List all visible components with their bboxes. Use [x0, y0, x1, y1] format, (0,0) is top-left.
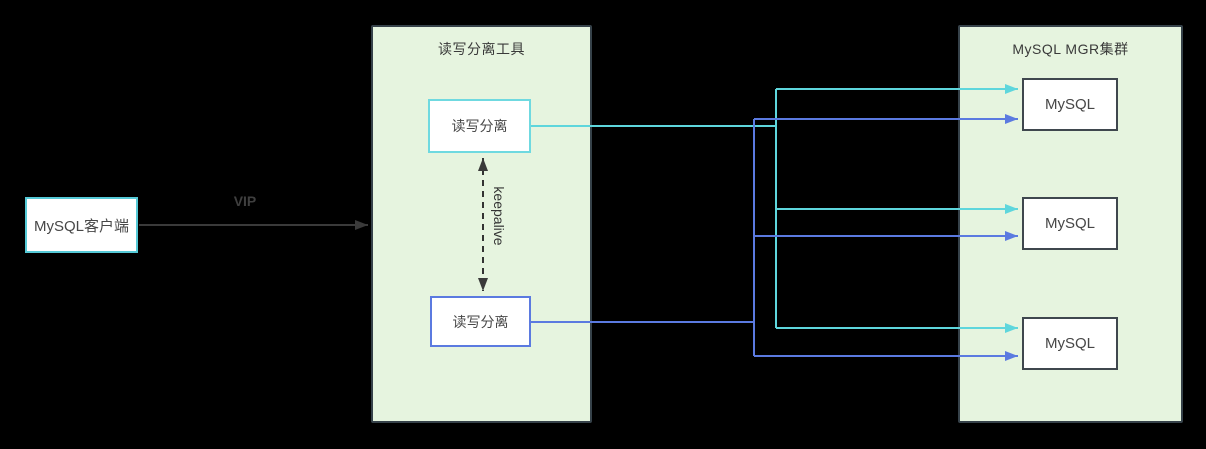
keepalive-label: keepalive	[491, 186, 507, 246]
node-rw-split-bottom-label: 读写分离	[452, 313, 509, 330]
node-mysql-1: MySQL	[1022, 78, 1118, 131]
vip-label: VIP	[233, 193, 257, 209]
node-mysql-1-label: MySQL	[1044, 96, 1095, 113]
group-mgr-cluster-title: MySQL MGR集群	[1012, 41, 1129, 57]
node-mysql-2-label: MySQL	[1044, 215, 1095, 232]
node-mysql-3-label: MySQL	[1044, 335, 1095, 352]
node-mysql-2: MySQL	[1022, 197, 1118, 250]
node-mysql-client: MySQL客户端	[25, 197, 138, 253]
node-rw-split-bottom: 读写分离	[430, 296, 531, 347]
node-mysql-client-label: MySQL客户端	[33, 217, 129, 235]
node-rw-split-top: 读写分离	[428, 99, 531, 153]
group-rw-tools-title: 读写分离工具	[438, 41, 525, 57]
node-mysql-3: MySQL	[1022, 317, 1118, 370]
node-rw-split-top-label: 读写分离	[451, 118, 508, 134]
